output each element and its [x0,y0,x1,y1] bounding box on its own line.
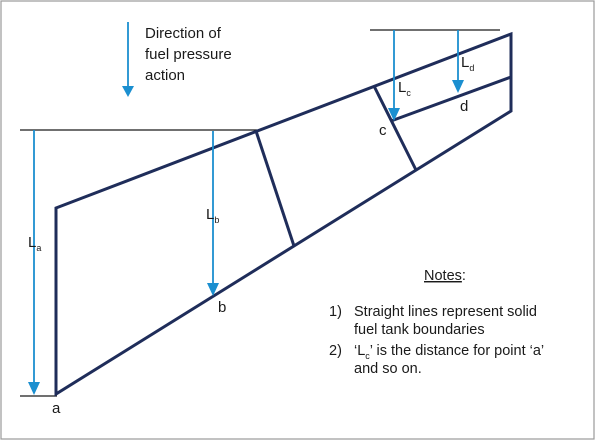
notes-block: Notes: 1) Straight lines represent solid… [329,268,544,377]
label-Ld: Ld [461,54,474,73]
tank-wall-1 [254,130,296,247]
pressure-direction-arrowhead [122,86,134,97]
pressure-direction-indicator: Direction of fuel pressure action [122,22,232,97]
tank-wall-inner-upper [390,75,512,123]
note-1-number: 1) [329,304,342,320]
distance-arrow-Lc [388,30,400,121]
notes-heading-colon: : [462,268,466,284]
point-label-d: d [460,98,468,115]
distance-arrow-La-head [28,382,40,395]
distance-arrow-Ld-head [452,80,464,93]
distance-arrow-La [28,130,40,395]
distance-arrow-Lb-head [207,283,219,296]
note-1-line-2: fuel tank boundaries [354,322,485,338]
distance-arrow-Ld [452,30,464,93]
title-line-3: action [145,67,185,84]
point-label-b: b [218,299,226,316]
note-2-line-2: and so on. [354,361,422,377]
note-2-line-1: ‘Lc’ is the distance for point ‘a’ [354,343,544,361]
notes-heading: Notes: [424,268,466,284]
label-Lc: Lc [398,79,411,98]
title-line-2: fuel pressure [145,46,232,63]
title-line-1: Direction of [145,25,222,42]
label-La: La [28,234,41,253]
fuel-tank-boundaries [54,31,513,397]
notes-heading-text: Notes [424,268,462,284]
note-2-number: 2) [329,343,342,359]
point-label-a: a [52,400,61,417]
tank-wall-2 [372,85,418,171]
label-Lb: Lb [206,206,219,225]
tank-outer-outline [54,31,513,397]
point-label-c: c [379,122,387,139]
distance-arrow-Lc-head [388,108,400,121]
note-1-line-1: Straight lines represent solid [354,304,537,320]
distance-arrow-Lb [207,131,219,296]
